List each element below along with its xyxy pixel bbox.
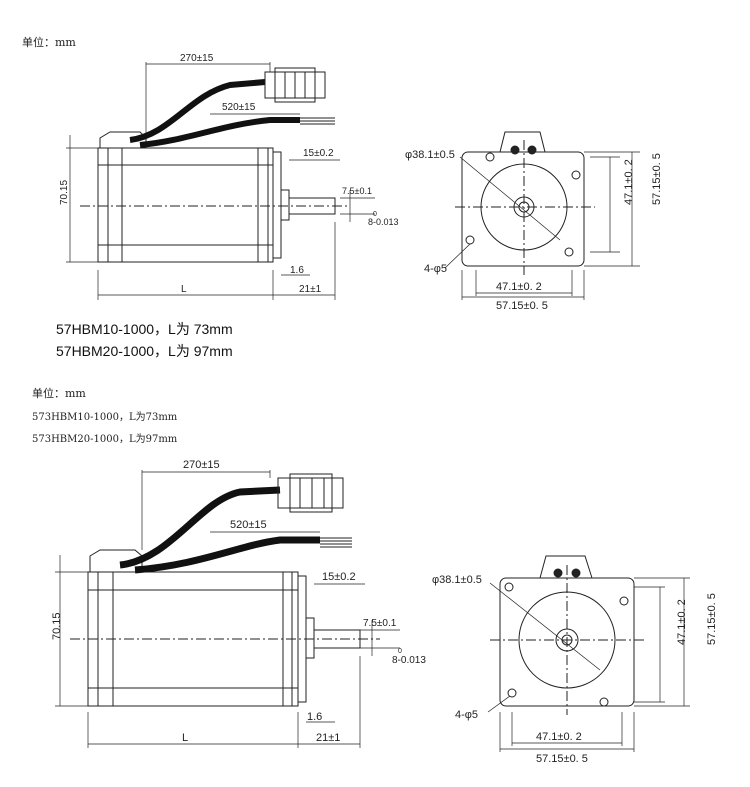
dim-cable-total-2: 270±15 (183, 459, 220, 471)
dim-face-h: 57.15±0. 5 (651, 153, 663, 205)
motor-front-view: φ38.1±0.5 4-φ5 47.1±0. 2 57.15±0. 5 47.1… (405, 131, 663, 312)
dim-cable-split-2: 520±15 (230, 519, 267, 531)
dim-holes-2: 4-φ5 (455, 709, 478, 721)
motor-face (461, 151, 585, 267)
dim-height: 70.15 (59, 180, 70, 205)
dim-flange-thk-2: 1.6 (307, 711, 322, 723)
motor-front-view-2: φ38.1±0.5 4-φ5 47.1±0. 2 57.15±0. 5 47.1… (432, 555, 718, 765)
model-line-3: 573HBM10-1000，L为73mm (32, 412, 178, 423)
db9-connector-2 (277, 477, 344, 509)
dim-shaft-len-2: 15±0.2 (322, 571, 356, 583)
unit-label: 单位：mm (22, 36, 76, 49)
dim-hole-pitch-v-2: 47.1±0. 2 (676, 599, 688, 645)
dim-body-len: L (181, 284, 187, 295)
dim-boss-len: 21±1 (299, 284, 322, 295)
model-line-2: 57HBM20-1000，L为 97mm (56, 343, 233, 359)
motor-side-view-2: 270±15 520±15 70.15 15±0.2 7.5±0.1 0 8-0… (51, 459, 426, 748)
unit-label-2: 单位：mm (32, 387, 86, 400)
dim-pilot-dia: φ38.1±0.5 (405, 149, 455, 161)
dim-cable-total: 270±15 (180, 53, 214, 64)
dim-hole-pitch-h-2: 47.1±0. 2 (536, 731, 582, 743)
model-line-1: 57HBM10-1000，L为 73mm (56, 321, 233, 337)
dim-shaft-tol-sup: 0 (373, 211, 377, 218)
cable-gland (99, 131, 147, 148)
dim-shaft-len: 15±0.2 (303, 148, 334, 159)
dim-holes: 4-φ5 (424, 263, 447, 275)
dim-face-h-2: 57.15±0. 5 (706, 593, 718, 645)
dim-shaft-tol-sup-2: 0 (398, 648, 402, 655)
dim-height-2: 70.15 (51, 612, 63, 640)
dim-body-len-2: L (182, 732, 188, 744)
dim-shaft-tol-2: 8-0.013 (392, 655, 426, 666)
model-line-4: 573HBM20-1000，L为97mm (32, 434, 178, 445)
motor-side-view: 270±15 520±15 70.15 15±0.2 7.5±0.1 0 8-0… (59, 53, 399, 300)
dim-hole-pitch-v: 47.1±0. 2 (623, 159, 635, 205)
dim-boss-len-2: 21±1 (316, 732, 340, 744)
dim-face-w: 57.15±0. 5 (496, 300, 548, 312)
dim-shaft-dia: 7.5±0.1 (342, 186, 372, 196)
dim-flange-thk: 1.6 (290, 265, 304, 276)
dim-face-w-2: 57.15±0. 5 (536, 753, 588, 765)
dim-hole-pitch-h: 47.1±0. 2 (496, 281, 542, 293)
dim-pilot-dia-2: φ38.1±0.5 (432, 574, 482, 586)
dim-shaft-dia-2: 7.5±0.1 (363, 618, 397, 629)
dim-shaft-tol: 8-0.013 (368, 217, 399, 227)
dim-cable-split: 520±15 (222, 102, 256, 113)
